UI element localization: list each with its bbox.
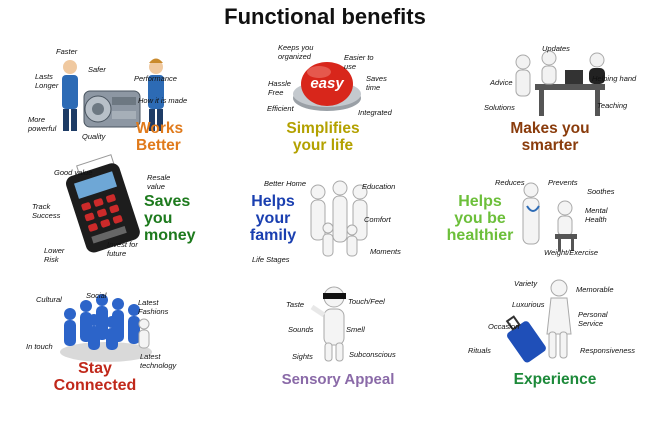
benefit-label: Hassle Free: [268, 79, 291, 97]
desk-meeting-icon: [515, 50, 605, 116]
heading-experience: Experience: [513, 371, 597, 388]
easy-button-text: easy: [310, 75, 344, 92]
heading-works-better: Works Better: [136, 120, 184, 154]
benefit-label: In touch: [26, 342, 53, 351]
benefit-label: Efficient: [267, 104, 294, 113]
heading-makes-you-smarter: Makes you smarter: [510, 120, 590, 154]
benefit-label: Reduces: [495, 178, 525, 187]
benefit-label: Moments: [370, 247, 401, 256]
benefit-label: Luxurious: [512, 300, 545, 309]
benefit-label: Invest for future: [107, 240, 138, 258]
benefit-label: Quality: [82, 132, 106, 141]
benefit-label: Latest Fashions: [138, 298, 169, 316]
benefit-label: More powerful: [28, 115, 57, 133]
benefit-label: Sights: [292, 352, 313, 361]
easy-button-icon: easy: [293, 62, 361, 111]
benefit-label: Better Home: [264, 179, 307, 188]
heading-simplifies-your-life: Simplifies your life: [286, 120, 360, 154]
benefit-label: Performance: [134, 74, 177, 83]
benefit-label: Social: [86, 291, 107, 300]
benefit-label: Occasion: [488, 322, 520, 331]
page-title: Functional benefits: [224, 4, 426, 29]
heading-helps-your-family: Helps your family: [249, 193, 297, 244]
benefit-label: Taste: [286, 300, 305, 309]
benefit-label: Latest technology: [140, 352, 177, 370]
benefit-label: Comfort: [364, 215, 391, 224]
benefit-label: Prevents: [548, 178, 578, 187]
card-terminal-icon: [66, 154, 140, 253]
benefit-label: Education: [362, 182, 396, 191]
benefit-label: Teaching: [597, 101, 628, 110]
benefit-label: Integrated: [358, 108, 392, 117]
benefit-label: Responsiveness: [580, 346, 636, 355]
benefit-label: Soothes: [587, 187, 615, 196]
benefit-label: Lower Risk: [44, 246, 65, 264]
blindfolded-figure-icon: [310, 286, 346, 362]
benefit-label: Weight/Exercise: [544, 248, 599, 257]
heading-stay-connected: Stay Connected: [53, 360, 137, 394]
benefit-label: Updates: [542, 44, 570, 53]
benefit-label: Subconscious: [349, 350, 396, 359]
benefit-label: Helping hand: [592, 74, 637, 83]
family-group-icon: [310, 180, 368, 257]
benefit-label: Solutions: [484, 103, 515, 112]
benefit-label: Memorable: [576, 285, 614, 294]
connected-crowd-icon: [60, 294, 152, 362]
benefit-label: Rituals: [468, 346, 491, 355]
doctor-patient-icon: [522, 182, 577, 251]
benefit-label: Lasts Longer: [35, 72, 59, 90]
benefit-label: Track Success: [32, 202, 61, 220]
benefit-label: Good value: [54, 168, 93, 177]
benefit-label: Safer: [88, 65, 106, 74]
heading-helps-you-be-healthier: Helps you be healthier: [446, 193, 514, 244]
benefit-label: Sounds: [288, 325, 314, 334]
heading-saves-you-money: Saves you money: [144, 193, 196, 244]
benefit-label: Smell: [346, 325, 365, 334]
benefit-label: Mental Health: [585, 206, 608, 224]
heading-sensory-appeal: Sensory Appeal: [281, 371, 395, 388]
benefit-label: How it is made: [138, 96, 188, 105]
benefit-label: Personal Service: [578, 310, 608, 328]
benefit-label: Easier to use: [344, 53, 374, 71]
benefit-label: Touch/Feel: [348, 297, 385, 306]
benefit-label: Keeps you organized: [278, 43, 314, 61]
engineers-engine-icon: [62, 58, 164, 131]
benefit-label: Cultural: [36, 295, 62, 304]
benefit-label: Life Stages: [252, 255, 290, 264]
benefit-label: Resale value: [147, 173, 171, 191]
benefit-label: Saves time: [366, 74, 387, 92]
traveler-suitcase-icon: [505, 279, 572, 363]
benefit-label: Variety: [514, 279, 538, 288]
benefit-label: Faster: [56, 47, 78, 56]
benefit-label: Advice: [490, 78, 513, 87]
